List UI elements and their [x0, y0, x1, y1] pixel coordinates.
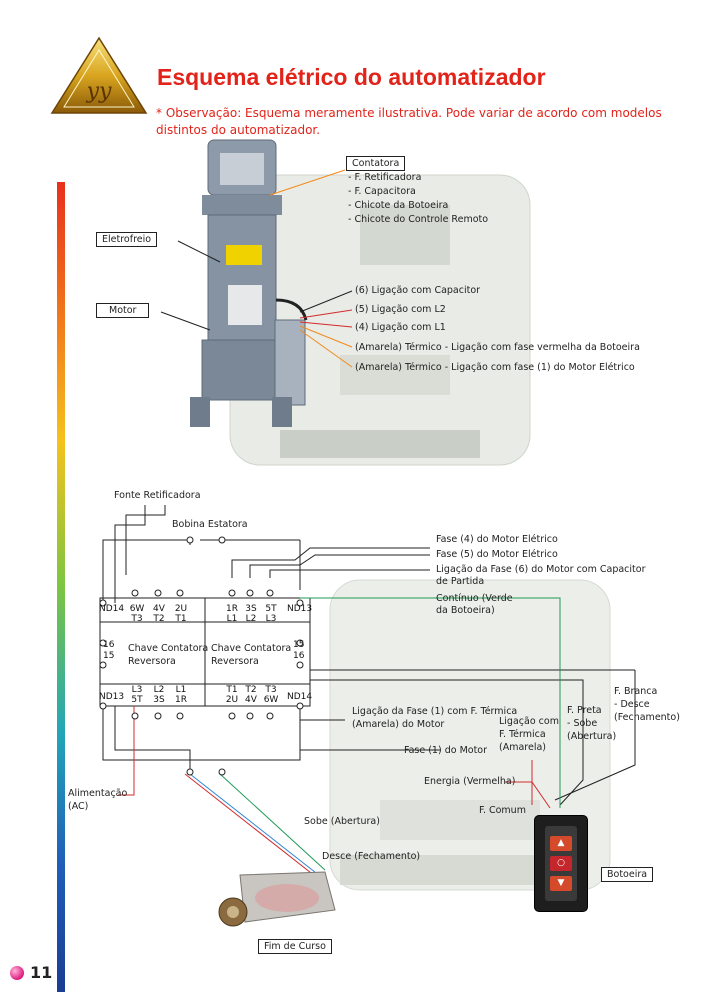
ligacao-termica-1: Ligação com: [499, 716, 559, 727]
cell-1r: 1R: [226, 604, 238, 614]
cell-br-t1: T1: [226, 685, 238, 695]
energia-label: Energia (Vermelha): [424, 776, 516, 787]
fase6-label-1: Ligação da Fase (6) do Motor com Capacit…: [436, 564, 646, 575]
nd14-bottom-label: ND14: [287, 692, 313, 702]
alimentacao-label-2: (AC): [68, 801, 89, 812]
contatora-item-3: - Chicote da Botoeira: [348, 200, 449, 211]
cell-bl-l1: L1: [175, 685, 187, 695]
logo-triangle-icon: yy: [50, 36, 148, 114]
fonte-retificadora-label: Fonte Retificadora: [114, 490, 201, 501]
contatora-label: Contatora: [346, 156, 406, 171]
botoeira-label: Botoeira: [601, 867, 654, 882]
side-16-right: 16: [293, 651, 305, 661]
branca-label-2: - Desce: [614, 699, 650, 710]
ligacao-termica-2: F. Térmica: [499, 729, 546, 740]
ligacao-fase1-line2: (Amarela) do Motor: [352, 719, 445, 730]
ligacao-termica-3: (Amarela): [499, 742, 546, 753]
cell-5t: 5T: [265, 604, 277, 614]
nd13-top-label: ND13: [287, 604, 313, 614]
fim-de-curso-label: Fim de Curso: [258, 939, 332, 954]
down-arrow-icon: ▼: [550, 876, 572, 891]
side-16-left: 16: [103, 640, 115, 650]
contatora-item-4: - Chicote do Controle Remoto: [348, 214, 489, 225]
cell-br-2u: 2U: [225, 695, 239, 705]
side-15-left: 15: [103, 651, 115, 661]
page-dot-icon: [10, 966, 24, 980]
continuo-label-2: da Botoeira): [436, 605, 495, 616]
fim-de-curso-photo: [218, 871, 336, 927]
side-color-bar: [57, 182, 65, 992]
sobe-label: Sobe (Abertura): [304, 816, 380, 827]
chave-right-line2: Reversora: [211, 656, 259, 667]
wire-label-6: (6) Ligação com Capacitor: [355, 285, 481, 296]
fase5-label: Fase (5) do Motor Elétrico: [436, 549, 558, 560]
comum-label: F. Comum: [479, 805, 526, 816]
fase6-label-2: de Partida: [436, 576, 485, 587]
alimentacao-label-1: Alimentação: [68, 788, 128, 799]
cell-2u: 2U: [174, 604, 188, 614]
preta-label-1: F. Preta: [567, 705, 602, 716]
ligacao-fase1-line1: Ligação da Fase (1) com F. Térmica: [352, 706, 518, 717]
chave-right-line1: Chave Contatora: [211, 643, 292, 654]
cell-br-4v: 4V: [245, 695, 257, 705]
chave-left-line2: Reversora: [128, 656, 176, 667]
stop-circle-icon: ○: [550, 856, 572, 871]
eletrofreio-label: Eletrofreio: [96, 232, 158, 247]
side-15-right: 15: [293, 640, 305, 650]
botoeira-photo: ▲ ○ ▼: [534, 815, 588, 912]
page-number: 11: [30, 963, 53, 982]
cell-bl-l2: L2: [153, 685, 165, 695]
bobina-estatora-label: Bobina Estatora: [172, 519, 248, 530]
logo-text: yy: [86, 79, 112, 104]
up-arrow-icon: ▲: [550, 836, 572, 851]
cell-4v: 4V: [153, 604, 165, 614]
cell-t1: T1: [175, 614, 187, 624]
nd13-bottom-label: ND13: [99, 692, 125, 702]
fase1-motor-label: Fase (1) do Motor: [404, 745, 488, 756]
cell-bl-3s: 3S: [153, 695, 165, 705]
chave-left-line1: Chave Contatora: [128, 643, 209, 654]
cell-6w: 6W: [129, 604, 145, 614]
cell-3s: 3S: [245, 604, 257, 614]
cell-br-t2: T2: [245, 685, 257, 695]
cell-bl-l3: L3: [131, 685, 143, 695]
cell-t2: T2: [153, 614, 165, 624]
continuo-label-1: Contínuo (Verde: [436, 593, 513, 604]
cell-bl-5t: 5T: [131, 695, 143, 705]
wire-label-termico-motor: (Amarela) Térmico - Ligação com fase (1)…: [355, 362, 635, 373]
motor-photo: [190, 139, 308, 427]
cell-l1: L1: [226, 614, 238, 624]
cell-bl-1r: 1R: [175, 695, 187, 705]
cell-br-t3: T3: [265, 685, 277, 695]
branca-label-1: F. Branca: [614, 686, 658, 697]
page-title: Esquema elétrico do automatizador: [157, 64, 546, 90]
desce-label: Desce (Fechamento): [322, 851, 421, 862]
preta-label-2: - Sobe: [567, 718, 598, 729]
motor-label: Motor: [96, 303, 150, 318]
cell-t3: T3: [131, 614, 143, 624]
preta-label-3: (Abertura): [567, 731, 617, 742]
nd14-top-label: ND14: [99, 604, 125, 614]
cell-l3: L3: [265, 614, 277, 624]
contatora-item-2: - F. Capacitora: [348, 186, 416, 197]
cell-br-6w: 6W: [263, 695, 279, 705]
fase4-label: Fase (4) do Motor Elétrico: [436, 534, 558, 545]
observation-note: * Observação: Esquema meramente ilustrat…: [156, 106, 662, 137]
branca-label-3: (Fechamento): [614, 712, 680, 723]
wire-label-4: (4) Ligação com L1: [355, 322, 446, 333]
wire-label-termico-botoeira: (Amarela) Térmico - Ligação com fase ver…: [355, 342, 640, 353]
wire-label-5: (5) Ligação com L2: [355, 304, 446, 315]
cell-l2: L2: [245, 614, 257, 624]
contatora-item-1: - F. Retificadora: [348, 172, 422, 183]
